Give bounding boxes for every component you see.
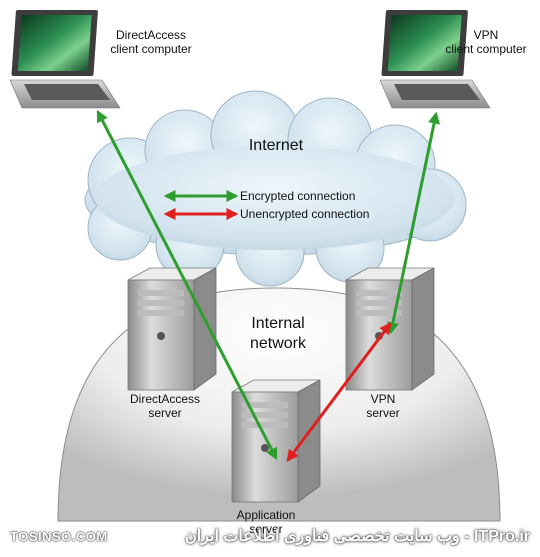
- vpn-server-label: VPN server: [338, 392, 428, 420]
- label-line: DirectAccess: [129, 392, 200, 406]
- watermark-left: TOSINSO.COM: [10, 529, 108, 544]
- watermark-bar: TOSINSO.COM ITPro.ir - وب سایت تخصصی فنا…: [0, 521, 540, 557]
- laptop-icon: [379, 10, 491, 109]
- label-line: VPN: [370, 392, 396, 406]
- watermark-right: ITPro.ir - وب سایت تخصصی فناوری اطلاعات …: [184, 528, 530, 545]
- legend-unencrypted-label: Unencrypted connection: [240, 207, 370, 221]
- internet-label: Internet: [248, 137, 304, 154]
- server-icon: [127, 267, 217, 391]
- label-line: client computer: [110, 42, 192, 56]
- encrypted-connection-arrow: [387, 111, 440, 335]
- label-line: client computer: [445, 42, 527, 56]
- internal-network-label: Internal network: [228, 314, 328, 354]
- label-line: server: [366, 406, 400, 420]
- application-server-label: Application server: [216, 508, 316, 536]
- label-line: server: [148, 406, 182, 420]
- label-line: Internal: [251, 315, 305, 332]
- directaccess-server-label: DirectAccess server: [110, 392, 220, 420]
- label-line: Application: [236, 508, 296, 522]
- server-icon: [345, 267, 435, 391]
- label-line: VPN: [473, 28, 499, 42]
- laptop-icon: [9, 10, 121, 109]
- directaccess-client-label: DirectAccess client computer: [96, 28, 206, 56]
- legend-encrypted-label: Encrypted connection: [240, 189, 356, 203]
- unencrypted-connection-arrow: [286, 322, 392, 462]
- label-line: server: [249, 522, 283, 536]
- label-line: DirectAccess: [115, 28, 186, 42]
- vpn-client-label: VPN client computer: [436, 28, 536, 56]
- encrypted-connection-arrow: [96, 109, 278, 461]
- label-line: network: [249, 335, 307, 352]
